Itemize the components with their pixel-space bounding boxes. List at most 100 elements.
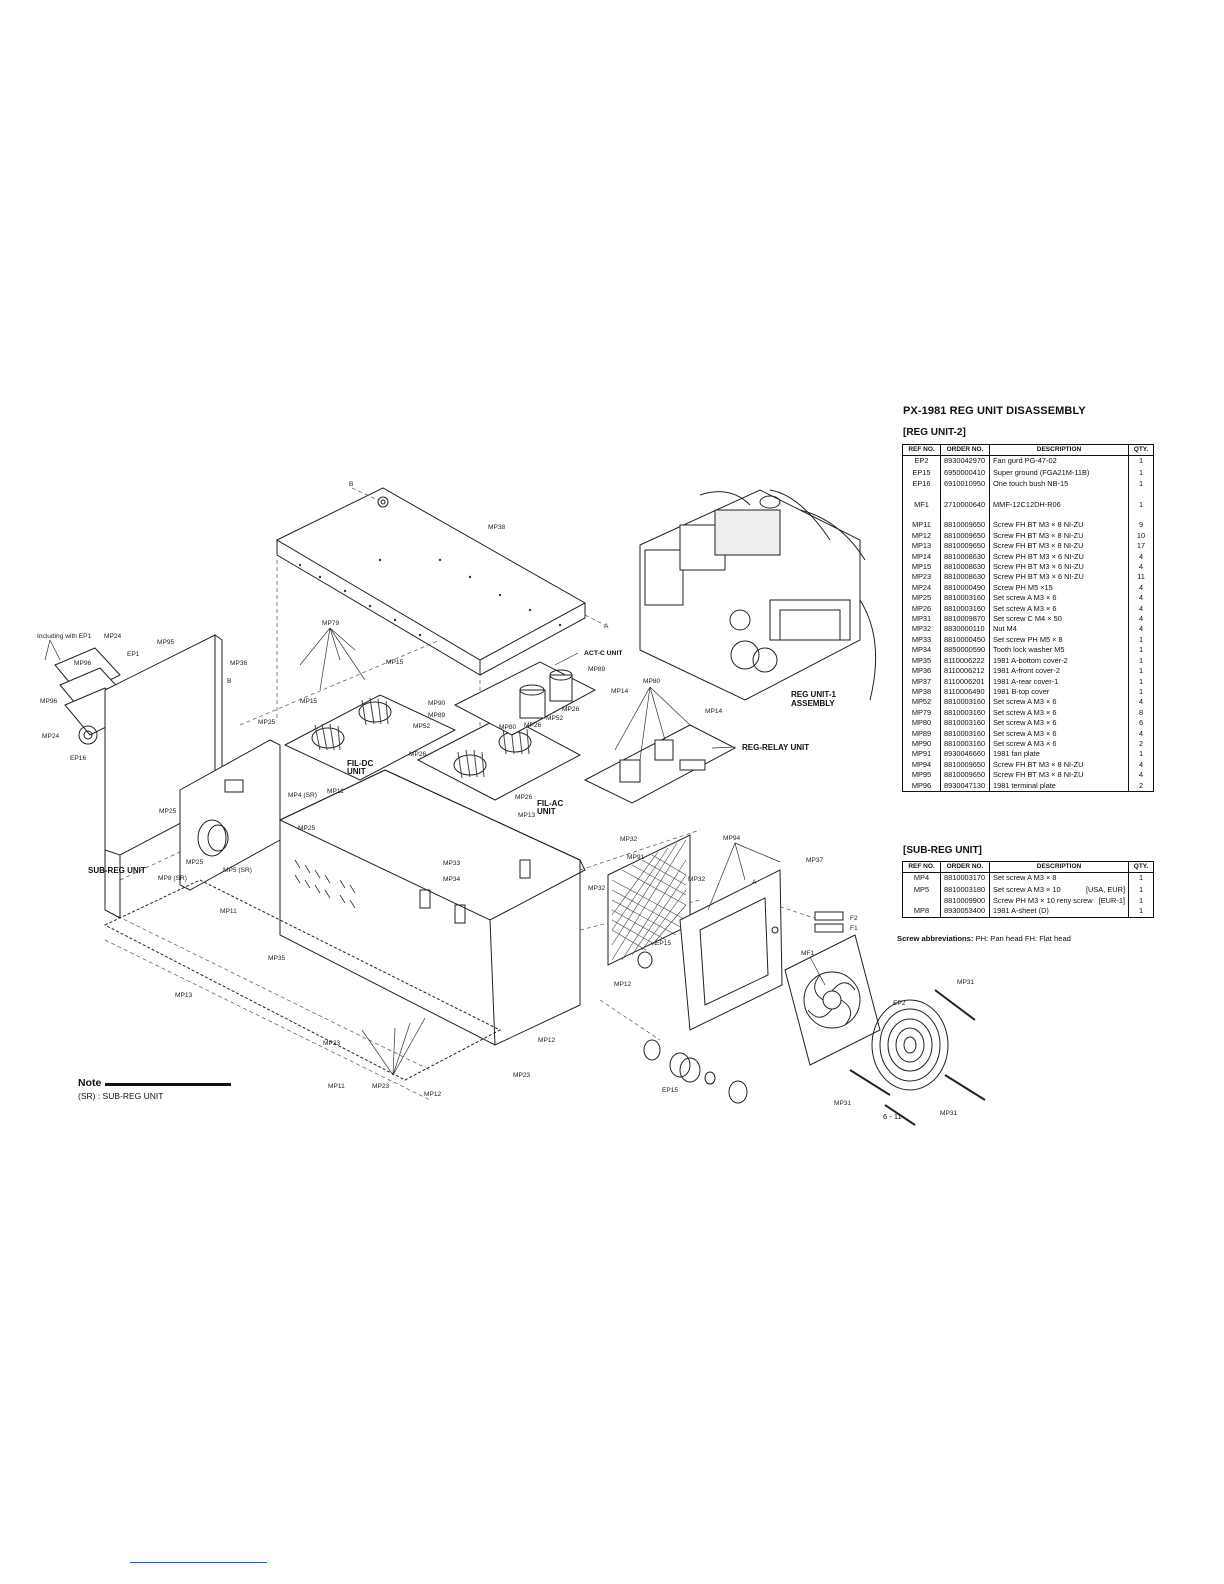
- callout-label: MP8 (SR): [158, 875, 187, 882]
- cell-description: Nut M4: [989, 624, 1129, 635]
- description-text: Set screw A M3 × 6: [993, 707, 1057, 717]
- callout-label: MP90: [428, 700, 446, 707]
- col-description: DESCRIPTION: [989, 444, 1129, 456]
- cell-order-no: 8810003160: [940, 603, 990, 615]
- cell-ref-no: MP5: [902, 883, 941, 896]
- fuse-holders: [814, 911, 844, 933]
- cell-description: Screw PH M5 ×15: [989, 582, 1129, 594]
- callout-label: MP24: [42, 733, 60, 740]
- description-text: 1981 A-bottom cover-2: [993, 655, 1068, 665]
- cell-order-no: 8810003160: [940, 738, 990, 750]
- cell-ref-no: MP32: [902, 624, 941, 635]
- callout-label: B: [227, 678, 232, 685]
- cell-ref-no: MP26: [902, 603, 941, 615]
- callout-label: MP37: [806, 857, 824, 864]
- cell-qty: 4: [1128, 759, 1154, 771]
- cell-order-no: 8810009900: [940, 895, 990, 907]
- callout-label: MP89: [428, 712, 446, 719]
- callout-label: MP35: [268, 955, 286, 962]
- description-text: Set screw A M3 × 6: [993, 593, 1057, 603]
- cell-description: Screw FH BT M3 × 8 NI-ZU: [989, 530, 1129, 542]
- cell-qty: 4: [1128, 551, 1154, 563]
- cell-ref-no: MP79: [902, 707, 941, 719]
- cell-ref-no: MP33: [902, 634, 941, 646]
- page-number: 6 - 11: [883, 1112, 902, 1121]
- description-text: Tooth lock washer M5: [993, 645, 1065, 655]
- cell-order-no: 8810003160: [940, 728, 990, 739]
- callout-label: MP26: [562, 706, 580, 713]
- cell-qty: [1128, 510, 1154, 521]
- cell-description: Set screw A M3 × 6: [989, 718, 1129, 729]
- cell-description: Set screw C M4 × 50: [989, 614, 1129, 625]
- cell-ref-no: MP11: [902, 520, 941, 531]
- label-reg-unit-1: REG UNIT-1: [791, 690, 836, 699]
- description-text: One touch bush NB-15: [993, 478, 1069, 488]
- cell-description: Screw PH BT M3 × 6 NI-ZU: [989, 562, 1129, 573]
- cell-description: Screw PH BT M3 × 6 NI-ZU: [989, 572, 1129, 583]
- cell-description: 1981 terminal plate: [989, 780, 1129, 792]
- callout-label: MF1: [801, 950, 815, 957]
- callout-label: MP52: [413, 723, 431, 730]
- cell-description: Set screw A M3 × 6: [989, 738, 1129, 750]
- callout-label: MP11: [327, 788, 344, 795]
- callout-label: MP15: [300, 698, 318, 705]
- fan-screws-mp31: [849, 989, 986, 1126]
- cell-ref-no: EP2: [902, 455, 941, 467]
- cell-qty: [1128, 489, 1154, 500]
- callout-label: MP94: [723, 835, 741, 842]
- callout-label: MP5 (SR): [223, 867, 252, 874]
- cell-description: Screw PH M3 × 10 reny screw[EUR-1]: [989, 895, 1129, 907]
- callout-label: MP23: [513, 1072, 531, 1079]
- cell-order-no: 8810008630: [940, 551, 990, 563]
- description-text: Set screw A M3 × 6: [993, 718, 1057, 728]
- callout-label: MP25: [159, 808, 177, 815]
- cell-description: Set screw A M3 × 6: [989, 603, 1129, 615]
- callout-label: MP80: [499, 724, 517, 731]
- cell-ref-no: EP16: [902, 478, 941, 490]
- callout-label: MP23: [323, 1040, 341, 1047]
- cell-ref-no: MP12: [902, 530, 941, 542]
- cell-qty: 6: [1128, 718, 1154, 729]
- callout-label: MP31: [834, 1100, 852, 1107]
- cell-description: Screw PH BT M3 × 6 NI-ZU: [989, 551, 1129, 563]
- cell-qty: 17: [1128, 541, 1154, 552]
- cell-order-no: 8810003180: [940, 883, 990, 896]
- label-sub-reg-unit: SUB-REG UNIT: [88, 866, 146, 875]
- cell-order-no: 8110006490: [940, 686, 990, 698]
- callout-label: F1: [850, 925, 858, 932]
- cell-order-no: 8810009870: [940, 614, 990, 625]
- col-order-no: ORDER NO.: [940, 444, 990, 456]
- cell-qty: 11: [1128, 572, 1154, 583]
- col-order-no: ORDER NO.: [940, 861, 990, 873]
- callout-label: MP36: [230, 660, 248, 667]
- callout-label: MP33: [443, 860, 461, 867]
- cell-order-no: 8810009650: [940, 541, 990, 552]
- cell-qty: 4: [1128, 614, 1154, 625]
- description-text: Fan gurd PG-47-02: [993, 456, 1057, 465]
- description-text: Screw PH M5 ×15: [993, 582, 1053, 592]
- cell-qty: 1: [1128, 655, 1154, 667]
- fil-ac-board: [416, 714, 582, 801]
- col-description: DESCRIPTION: [989, 861, 1129, 873]
- cell-qty: 1: [1128, 686, 1154, 698]
- bottom-plate: [103, 879, 502, 1081]
- cell-order-no: 8810009650: [940, 770, 990, 781]
- cell-ref-no: MP4: [902, 872, 941, 884]
- table-header-row: REF NO. ORDER NO. DESCRIPTION QTY.: [902, 861, 1154, 873]
- cell-description: Screw FH BT M3 × 8 NI-ZU: [989, 541, 1129, 552]
- cell-qty: 4: [1128, 697, 1154, 708]
- description-text: 1981 A-sheet (D): [993, 906, 1049, 916]
- callout-label: MP26: [515, 794, 533, 801]
